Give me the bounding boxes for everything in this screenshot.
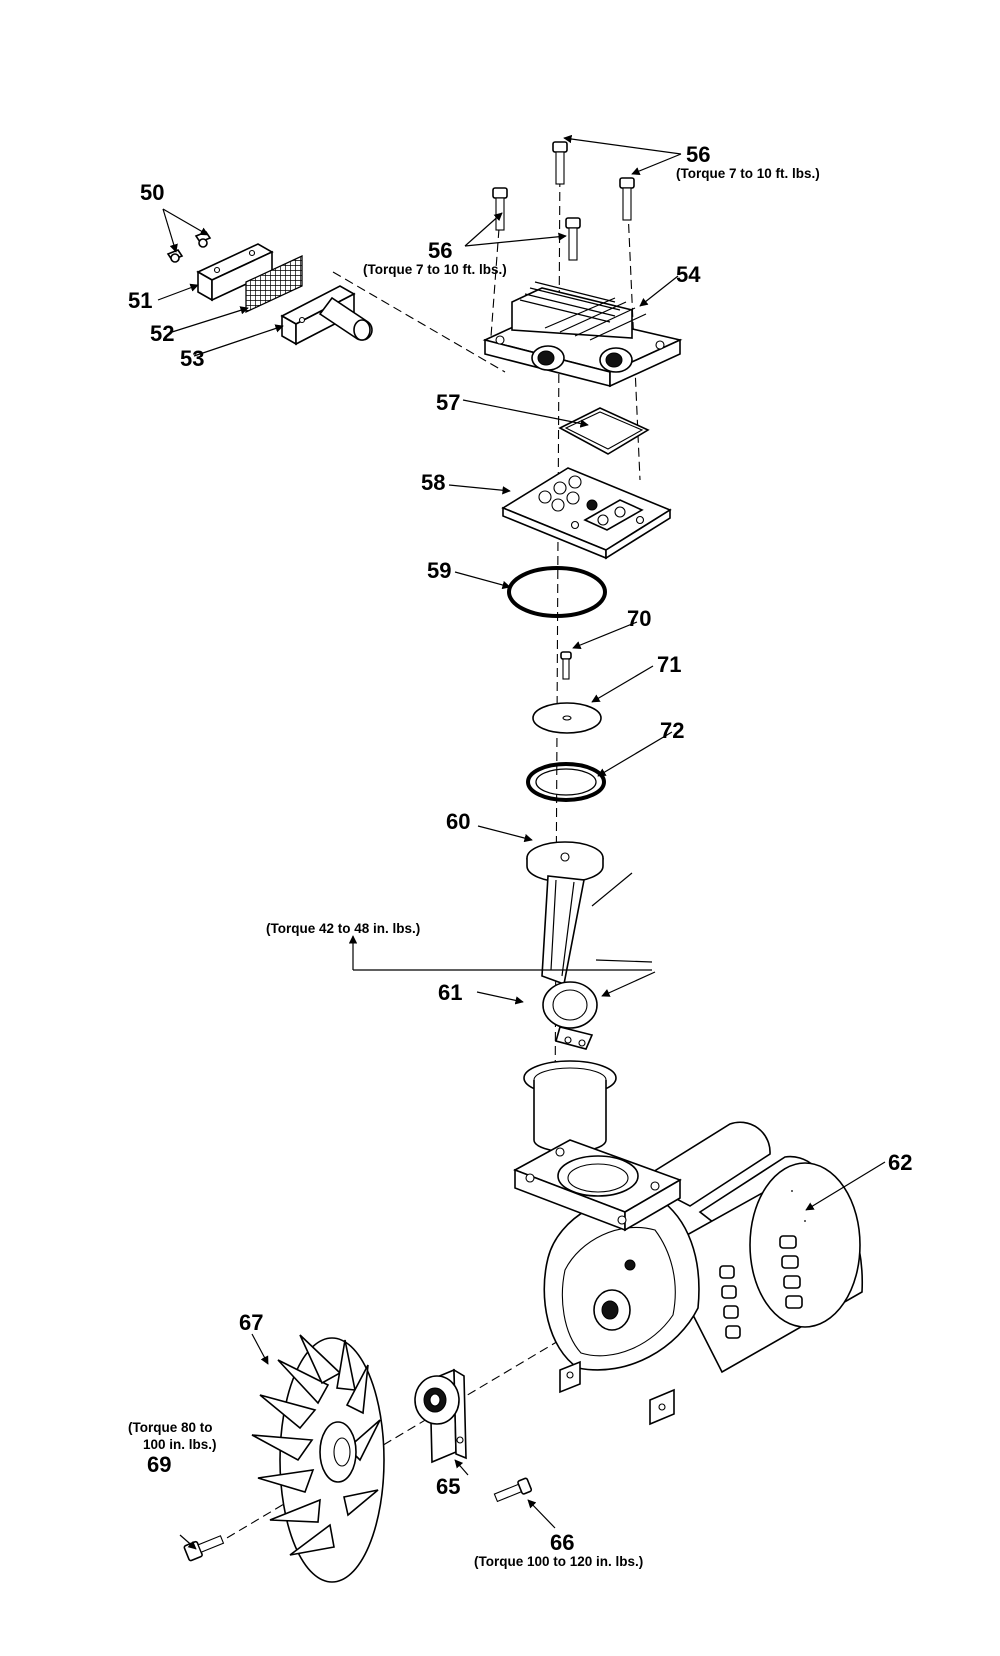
filter-cover — [196, 243, 274, 302]
torque-note-56-lower: (Torque 7 to 10 ft. lbs.) — [363, 262, 507, 277]
head-bolts — [492, 141, 635, 261]
torque-note-66: (Torque 100 to 120 in. lbs.) — [474, 1554, 643, 1569]
eccentric-crank — [414, 1368, 467, 1464]
callout-59: 59 — [427, 558, 451, 583]
callout-71: 71 — [657, 652, 681, 677]
callout-51: 51 — [128, 288, 152, 313]
torque-note-69-line2: 100 in. lbs.) — [143, 1437, 217, 1452]
callout-50: 50 — [140, 180, 164, 205]
callout-56-top: 56 — [686, 142, 710, 167]
callout-61: 61 — [438, 980, 462, 1005]
cylinder-sleeve — [523, 1060, 617, 1153]
motor-crankcase-assembly — [513, 1121, 864, 1426]
callout-62: 62 — [888, 1150, 912, 1175]
callout-52: 52 — [150, 321, 174, 346]
piston-screw — [560, 651, 572, 680]
cooling-fan — [251, 1334, 385, 1583]
callout-56-lower: 56 — [428, 238, 452, 263]
head-gasket — [558, 407, 650, 455]
torque-note-69-line1: (Torque 80 to — [128, 1420, 213, 1435]
callout-57: 57 — [436, 390, 460, 415]
torque-note-56-top: (Torque 7 to 10 ft. lbs.) — [676, 166, 820, 181]
callout-67: 67 — [239, 1310, 263, 1335]
cylinder-head — [482, 281, 683, 388]
callout-65: 65 — [436, 1474, 460, 1499]
callout-leaders — [157, 134, 886, 1550]
callout-69: 69 — [147, 1452, 171, 1477]
cylinder-o-ring — [507, 566, 607, 618]
callout-53: 53 — [180, 346, 204, 371]
callout-70: 70 — [627, 606, 651, 631]
retainer-plate — [532, 702, 602, 734]
torque-note-connecting-rod: (Torque 42 to 48 in. lbs.) — [266, 921, 420, 936]
eccentric-set-screw — [493, 1477, 533, 1503]
callout-60: 60 — [446, 809, 470, 834]
filter-element — [245, 254, 303, 314]
callout-labels: 50 51 52 53 56 (Torque 7 to 10 ft. lbs.)… — [128, 142, 912, 1569]
valve-plate — [501, 467, 672, 560]
callout-66: 66 — [550, 1530, 574, 1555]
connecting-rod — [526, 841, 604, 1050]
callout-72: 72 — [660, 718, 684, 743]
intake-filter-housing — [280, 285, 373, 346]
callout-54: 54 — [676, 262, 701, 287]
callout-58: 58 — [421, 470, 445, 495]
fan-bolt — [183, 1535, 225, 1562]
piston-cup-ring — [526, 762, 606, 802]
